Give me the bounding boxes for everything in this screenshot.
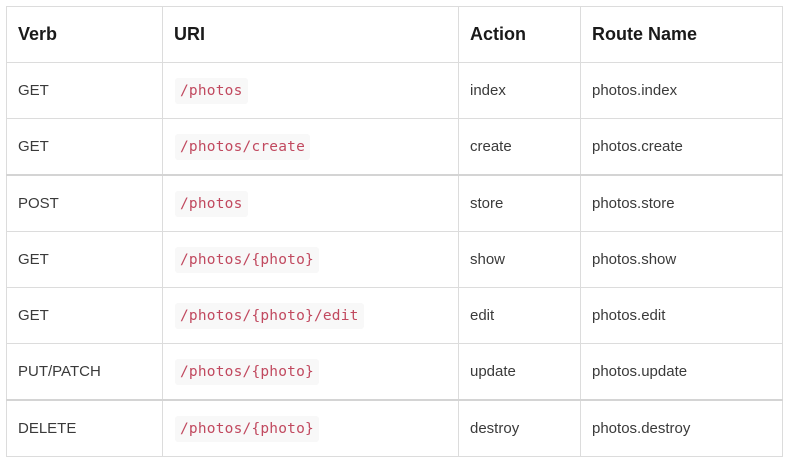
uri-code: /photos/{photo} bbox=[175, 358, 319, 385]
uri-cell: /photos bbox=[162, 62, 459, 119]
route-name-cell: photos.destroy bbox=[580, 399, 783, 457]
header-uri: URI bbox=[162, 6, 459, 63]
table-row: GET /photos index photos.index bbox=[6, 62, 783, 119]
verb-cell: GET bbox=[6, 287, 163, 344]
uri-cell: /photos/create bbox=[162, 118, 459, 176]
route-name-cell: photos.create bbox=[580, 118, 783, 176]
table-header-row: Verb URI Action Route Name bbox=[6, 6, 783, 63]
uri-code: /photos bbox=[175, 190, 248, 217]
action-cell: destroy bbox=[458, 399, 581, 457]
action-cell: edit bbox=[458, 287, 581, 344]
header-verb: Verb bbox=[6, 6, 163, 63]
table-row: GET /photos/{photo}/edit edit photos.edi… bbox=[6, 287, 783, 344]
uri-code: /photos/{photo} bbox=[175, 246, 319, 273]
action-cell: index bbox=[458, 62, 581, 119]
verb-cell: GET bbox=[6, 231, 163, 288]
table-row: PUT/PATCH /photos/{photo} update photos.… bbox=[6, 343, 783, 401]
table-row: GET /photos/{photo} show photos.show bbox=[6, 231, 783, 288]
verb-cell: POST bbox=[6, 174, 163, 232]
verb-cell: GET bbox=[6, 118, 163, 176]
action-cell: show bbox=[458, 231, 581, 288]
uri-cell: /photos bbox=[162, 174, 459, 232]
uri-cell: /photos/{photo} bbox=[162, 343, 459, 401]
uri-cell: /photos/{photo} bbox=[162, 399, 459, 457]
header-action: Action bbox=[458, 6, 581, 63]
table-row: DELETE /photos/{photo} destroy photos.de… bbox=[6, 399, 783, 457]
table-row: POST /photos store photos.store bbox=[6, 174, 783, 232]
route-name-cell: photos.update bbox=[580, 343, 783, 401]
uri-code: /photos/{photo}/edit bbox=[175, 302, 364, 329]
route-name-cell: photos.index bbox=[580, 62, 783, 119]
route-name-cell: photos.edit bbox=[580, 287, 783, 344]
uri-cell: /photos/{photo} bbox=[162, 231, 459, 288]
route-name-cell: photos.store bbox=[580, 174, 783, 232]
verb-cell: GET bbox=[6, 62, 163, 119]
table-row: GET /photos/create create photos.create bbox=[6, 118, 783, 176]
uri-code: /photos/{photo} bbox=[175, 415, 319, 442]
uri-code: /photos bbox=[175, 77, 248, 104]
header-route-name: Route Name bbox=[580, 6, 783, 63]
verb-cell: DELETE bbox=[6, 399, 163, 457]
resource-routes-table-container: Verb URI Action Route Name GET /photos i… bbox=[6, 6, 783, 457]
action-cell: store bbox=[458, 174, 581, 232]
action-cell: update bbox=[458, 343, 581, 401]
route-name-cell: photos.show bbox=[580, 231, 783, 288]
resource-routes-table: Verb URI Action Route Name GET /photos i… bbox=[6, 6, 783, 457]
action-cell: create bbox=[458, 118, 581, 176]
verb-cell: PUT/PATCH bbox=[6, 343, 163, 401]
uri-code: /photos/create bbox=[175, 133, 311, 160]
uri-cell: /photos/{photo}/edit bbox=[162, 287, 459, 344]
